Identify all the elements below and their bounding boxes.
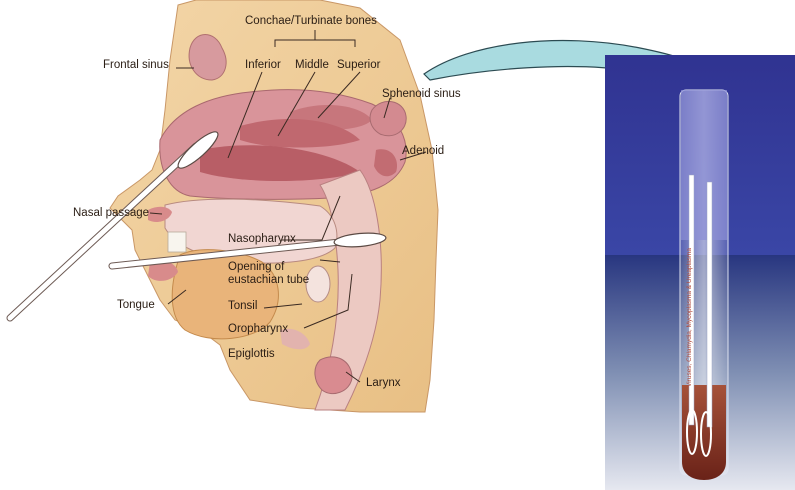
label-conchae: Conchae/Turbinate bones <box>245 15 377 28</box>
label-tonsil: Tonsil <box>228 300 257 313</box>
tube-swab-stick-2 <box>707 182 712 427</box>
label-inferior: Inferior <box>245 59 281 72</box>
label-tongue: Tongue <box>117 299 155 312</box>
tube-upper-tint <box>681 90 727 240</box>
label-frontal-sinus: Frontal sinus <box>103 59 169 72</box>
tonsil-shape <box>306 266 330 302</box>
tube-label-text: Viruses, Chlamydia, Mycoplasma & Ureapla… <box>686 267 700 387</box>
sphenoid-sinus-shape <box>370 101 406 135</box>
label-nasal-passage: Nasal passage <box>73 207 149 220</box>
transport-medium <box>682 385 726 480</box>
label-opening-line1: Opening of <box>228 261 284 274</box>
label-adenoid: Adenoid <box>402 145 444 158</box>
label-epiglottis: Epiglottis <box>228 348 275 361</box>
label-opening-line2: eustachian tube <box>228 274 309 287</box>
label-oropharynx: Oropharynx <box>228 323 288 336</box>
larynx-shape <box>315 357 352 394</box>
label-superior: Superior <box>337 59 380 72</box>
label-nasopharynx: Nasopharynx <box>228 233 296 246</box>
label-larynx: Larynx <box>366 377 401 390</box>
label-middle: Middle <box>295 59 329 72</box>
teeth <box>168 232 186 252</box>
label-sphenoid-sinus: Sphenoid sinus <box>382 88 461 101</box>
